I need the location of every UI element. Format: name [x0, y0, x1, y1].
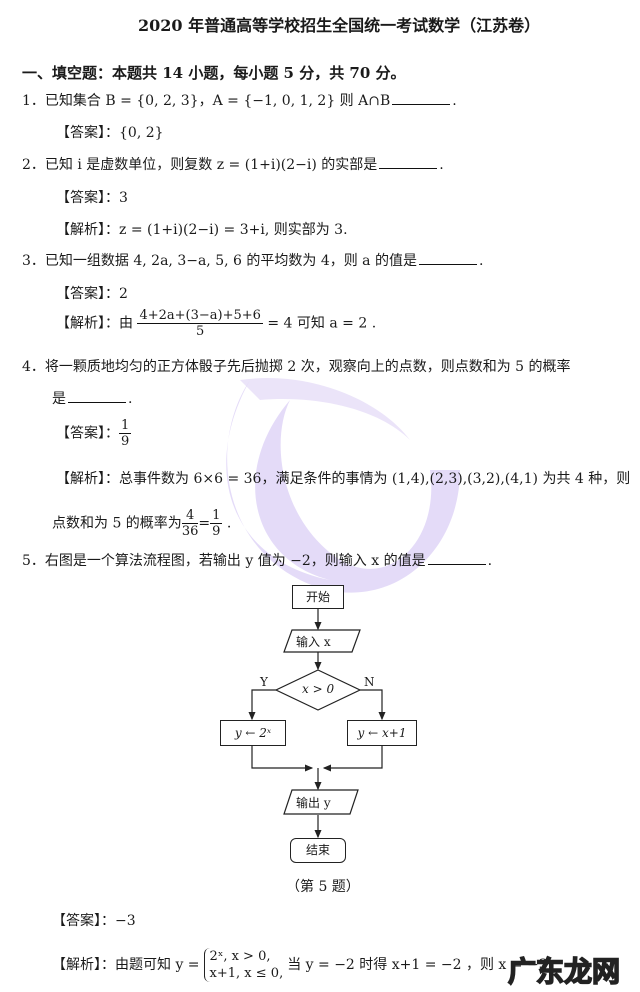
analysis-4: 【解析】：总事件数为 6×6 = 36，满足条件的事情为 (1,4),(2,3)… — [56, 471, 631, 487]
question-4-cont: 是. — [52, 391, 133, 407]
flow-right-process: y ← x+1 — [347, 720, 417, 746]
question-5: 5．右图是一个算法流程图，若输出 y 值为 −2，则输入 x 的值是. — [22, 553, 493, 569]
flow-condition: x > 0 — [302, 682, 335, 696]
question-1: 1．已知集合 B = {0, 2, 3}，A = {−1, 0, 1, 2} 则… — [22, 93, 457, 109]
analysis-2: 【解析】：z = (1+i)(2−i) = 3+i, 则实部为 3. — [56, 222, 348, 238]
answer-1: 【答案】：{0, 2} — [56, 125, 164, 141]
answer-5: 【答案】：−3 — [52, 913, 136, 929]
flow-output: 输出 y — [296, 796, 331, 810]
question-3: 3．已知一组数据 4, 2a, 3−a, 5, 6 的平均数为 4，则 a 的值… — [22, 253, 484, 269]
flow-no-label: N — [364, 675, 375, 689]
flow-start: 开始 — [292, 585, 344, 609]
question-4: 4．将一颗质地均匀的正方体骰子先后抛掷 2 次，观察向上的点数，则点数和为 5 … — [22, 359, 571, 375]
page-title: 2020 年普通高等学校招生全国统一考试数学（江苏卷） — [138, 16, 541, 35]
section-heading: 一、填空题：本题共 14 小题，每小题 5 分，共 70 分。 — [22, 64, 406, 82]
flow-yes-label: Y — [260, 675, 268, 689]
flow-end: 结束 — [290, 838, 346, 863]
answer-3: 【答案】：2 — [56, 286, 128, 302]
flow-input: 输入 x — [296, 635, 331, 649]
watermark-logo: 广东龙网 — [507, 954, 621, 989]
flow-left-process: y ← 2ˣ — [220, 720, 286, 746]
analysis-5: 【解析】：由题可知 y =2ˣ, x > 0,x+1, x ≤ 0,当 y = … — [52, 948, 548, 982]
question-2: 2．已知 i 是虚数单位，则复数 z = (1+i)(2−i) 的实部是. — [22, 157, 444, 173]
answer-2: 【答案】：3 — [56, 190, 128, 206]
flow-caption: （第 5 题） — [286, 879, 360, 895]
